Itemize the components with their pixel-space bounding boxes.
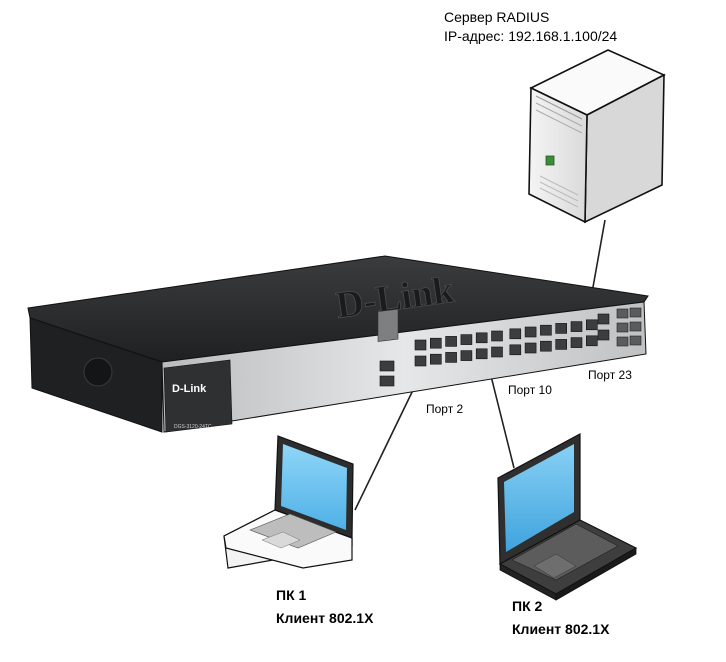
rj45-port [445, 352, 457, 363]
port-2-label: Порт 2 [426, 402, 464, 416]
switch-model: DGS-3120-24TC [174, 424, 212, 430]
server-led [545, 155, 555, 166]
rj45-port [475, 348, 488, 360]
cable-pc1-port2 [354, 387, 415, 511]
switch-front-brand: D-Link [172, 383, 207, 395]
rj45-port [585, 319, 598, 331]
laptop-pc2 [497, 432, 638, 601]
management-port [379, 375, 395, 387]
server-ip: IP-адрес: 192.168.1.100/24 [444, 28, 618, 44]
switch-ports [379, 313, 610, 387]
rj45-port [570, 337, 583, 348]
port-10-label: Порт 10 [508, 383, 552, 397]
rj45-port [414, 355, 427, 367]
server-title: Сервер RADIUS [444, 9, 550, 25]
rj45-port [540, 324, 552, 336]
pc2-name: ПК 2 [512, 598, 543, 614]
rj45-port [475, 332, 488, 344]
dlink-switch: D-Link D-Link DGS-3120-24TC [27, 255, 649, 433]
rj45-port [524, 342, 537, 354]
rj45-port [491, 346, 503, 358]
rj45-port [460, 350, 473, 361]
rj45-port [460, 334, 473, 345]
rj45-port [491, 330, 503, 342]
management-port [379, 360, 395, 372]
cable-pc2-port10 [489, 371, 515, 469]
rj45-port [429, 337, 442, 349]
pc2-role: Клиент 802.1X [512, 621, 610, 637]
sfp-ports [616, 307, 642, 347]
radius-server [528, 49, 666, 224]
rj45-port [597, 329, 610, 341]
rj45-port [570, 321, 583, 332]
laptop-pc1 [223, 435, 354, 569]
rj45-port [414, 339, 427, 351]
rj45-port [555, 339, 568, 350]
rj45-port [509, 328, 522, 340]
rj45-port [445, 336, 457, 347]
rj45-port [540, 340, 552, 352]
rj45-port [524, 326, 537, 338]
pc1-name: ПК 1 [276, 587, 307, 603]
rj45-port [597, 313, 610, 325]
rj45-port [585, 335, 598, 347]
port-23-label: Порт 23 [588, 368, 632, 382]
rj45-port [555, 323, 568, 334]
rj45-port [429, 353, 442, 365]
pc1-role: Клиент 802.1X [276, 610, 374, 626]
rj45-port [509, 344, 522, 356]
